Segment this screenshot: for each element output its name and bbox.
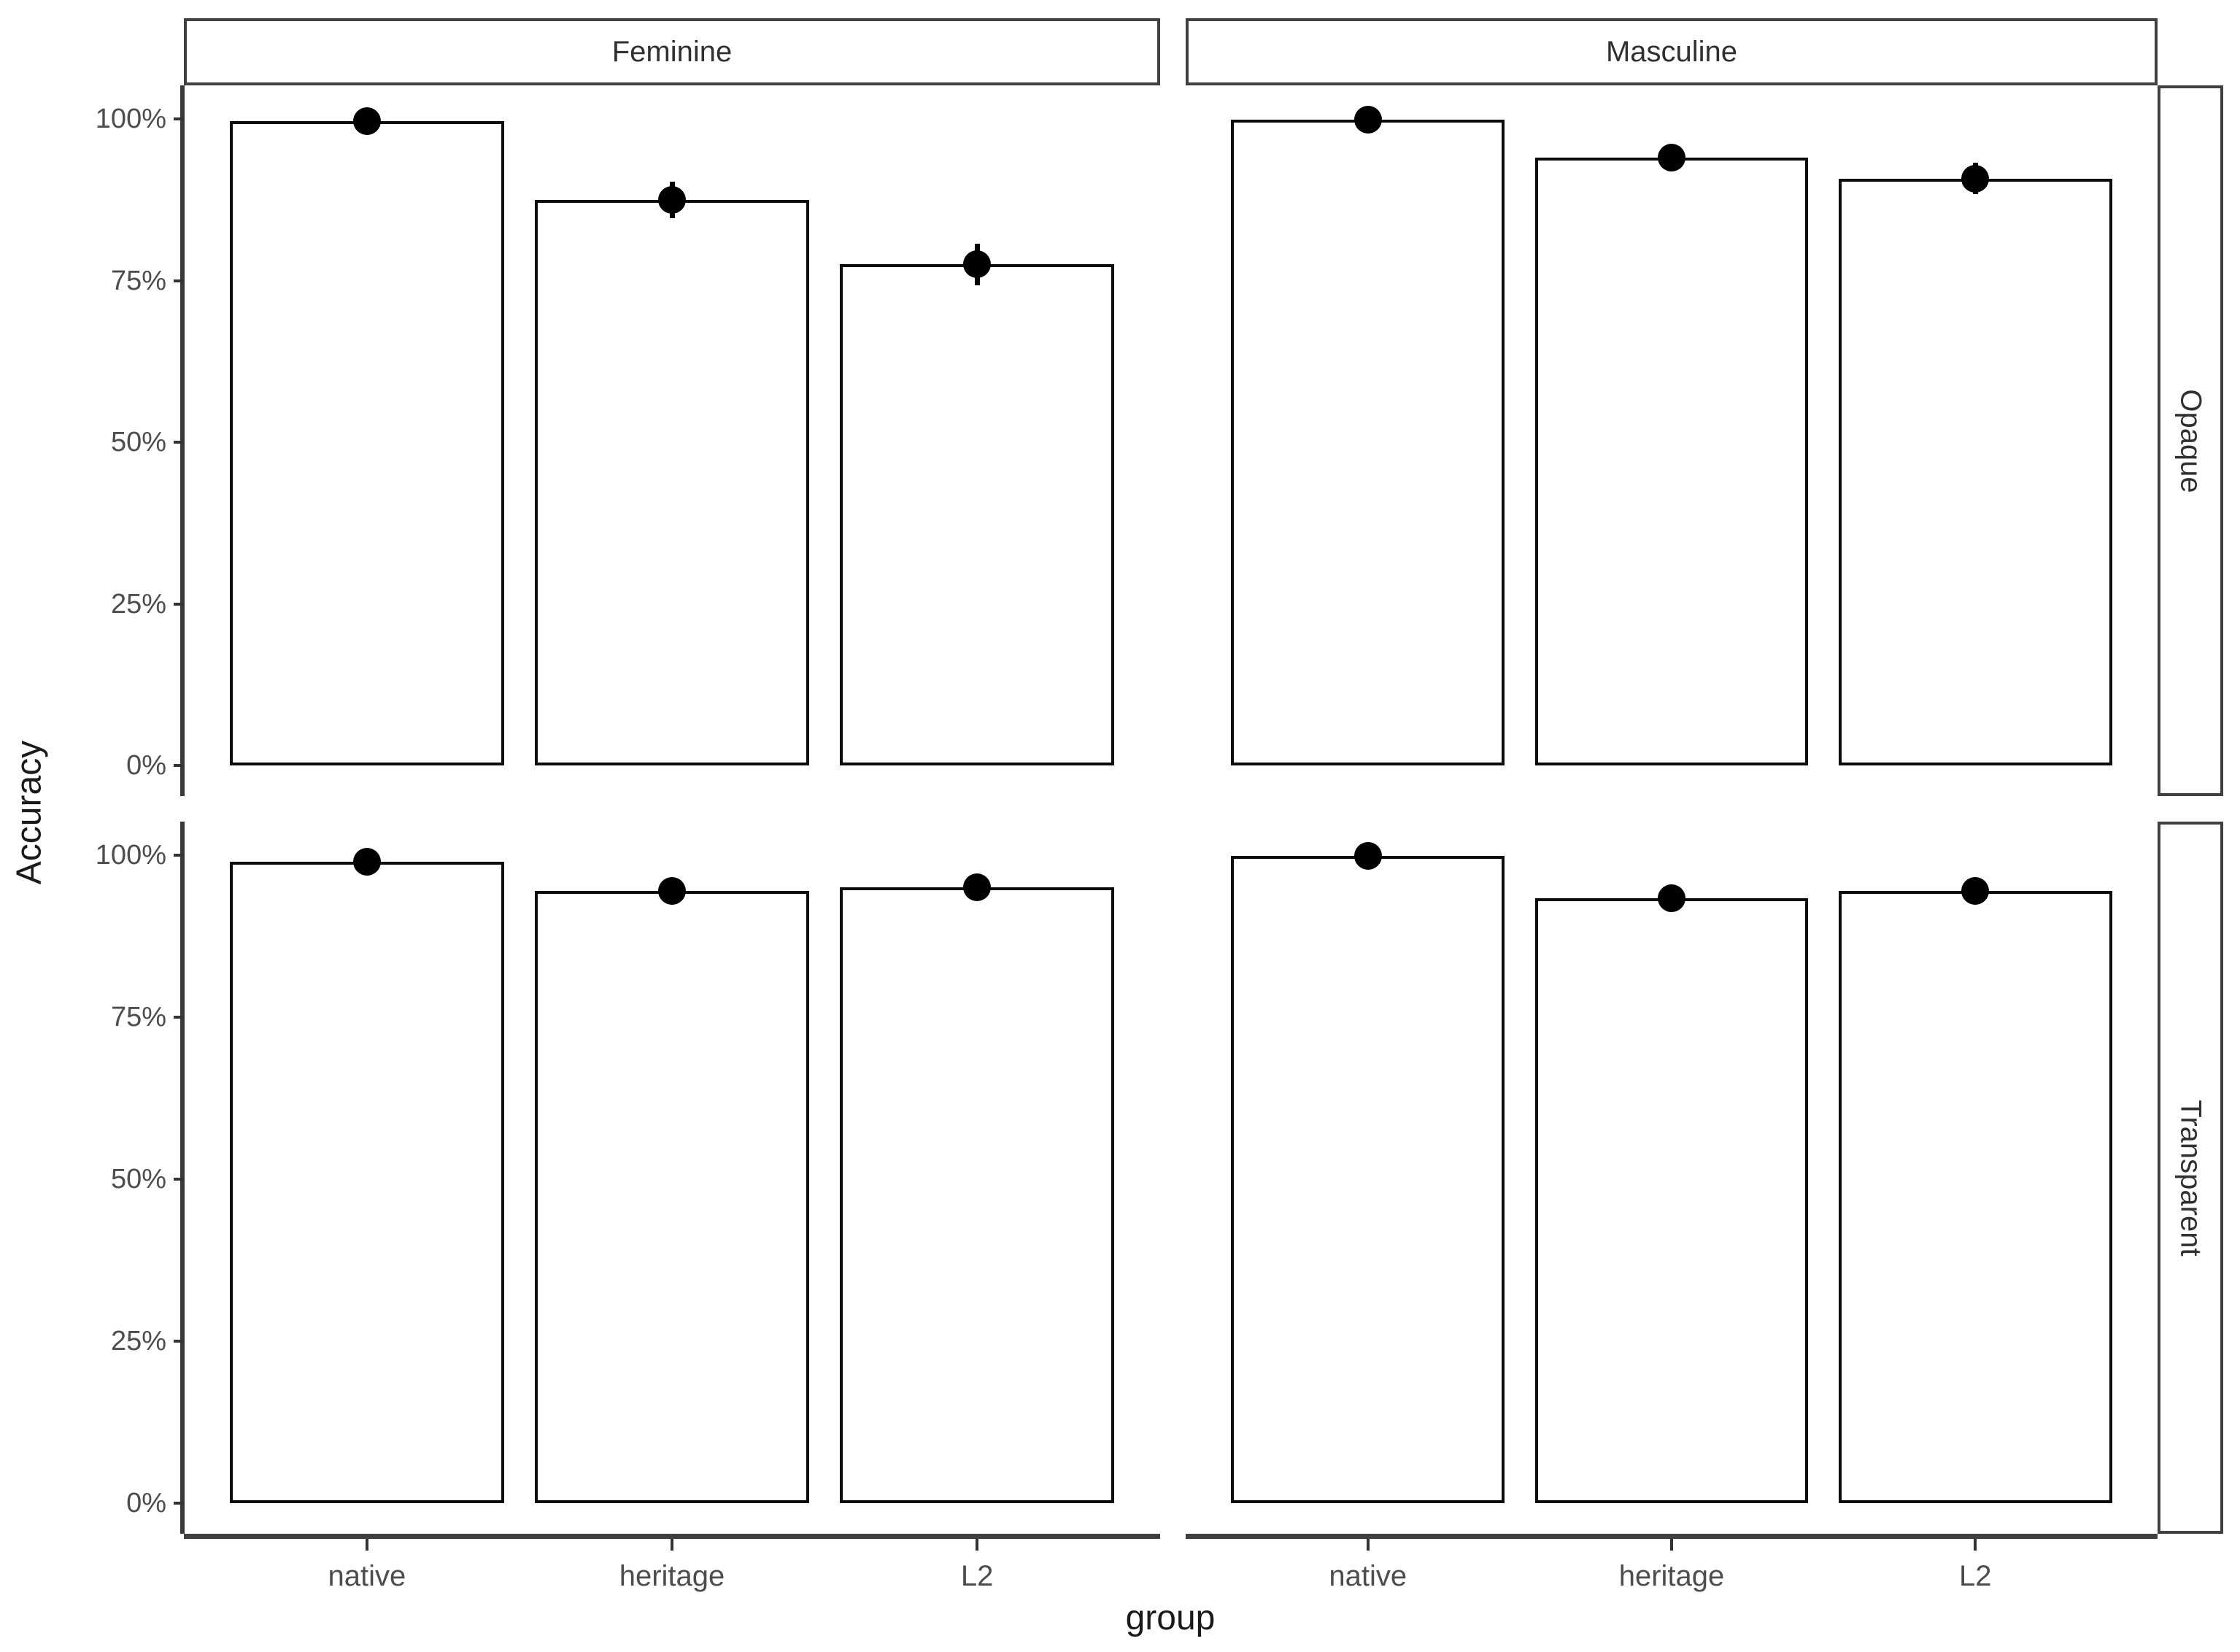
y-axis-tick-label: 0% — [126, 1488, 166, 1518]
y-axis-tick-label: 25% — [110, 1326, 166, 1356]
x-axis-tick — [671, 1539, 673, 1551]
facet-column-label: Feminine — [611, 35, 733, 68]
y-axis-tick-label: 100% — [95, 840, 166, 871]
facet-row-label: Opaque — [2174, 388, 2207, 493]
x-axis-tick-label: heritage — [619, 1560, 725, 1592]
x-axis-tick — [365, 1539, 368, 1551]
bar — [1231, 119, 1505, 765]
point-estimate-dot — [352, 847, 381, 876]
y-axis-tick — [174, 279, 184, 282]
y-axis-tick-label: 50% — [110, 1164, 166, 1194]
y-axis-tick — [174, 764, 184, 767]
y-axis-tick — [174, 1016, 184, 1019]
point-estimate-dot — [1353, 841, 1382, 870]
y-axis-tick-label: 0% — [126, 750, 166, 781]
y-axis-tick — [174, 441, 184, 444]
y-axis-title: Accuracy — [9, 740, 49, 885]
facet-row-strip: Transparent — [2158, 822, 2223, 1534]
facet-column-strip: Masculine — [1186, 18, 2158, 85]
y-axis-tick — [174, 602, 184, 606]
y-axis-tick — [174, 854, 184, 857]
point-estimate-dot — [1658, 884, 1685, 912]
facet-row-label: Transparent — [2174, 1099, 2207, 1257]
x-axis-line — [1186, 1534, 2158, 1539]
point-estimate-dot — [1353, 105, 1382, 134]
y-axis-tick-label: 50% — [110, 427, 166, 458]
bar — [229, 120, 505, 765]
point-estimate-dot — [658, 876, 686, 905]
bar — [839, 887, 1115, 1503]
y-axis-tick — [174, 1340, 184, 1343]
bar — [1231, 855, 1505, 1503]
x-axis-line — [184, 1534, 1160, 1539]
y-axis-tick — [174, 1178, 184, 1181]
bar — [1534, 158, 1809, 765]
y-axis-tick-label: 25% — [110, 588, 166, 620]
bar — [1838, 178, 2112, 765]
facet-row-strip: Opaque — [2158, 85, 2223, 796]
point-estimate-dot — [352, 107, 381, 135]
bar — [229, 861, 505, 1503]
x-axis-tick-label: L2 — [1959, 1560, 1992, 1592]
y-axis-tick-label: 100% — [95, 104, 166, 134]
y-axis-tick — [174, 117, 184, 120]
x-axis-tick — [976, 1539, 979, 1551]
x-axis-tick-label: heritage — [1618, 1560, 1725, 1592]
x-axis-tick-label: native — [1329, 1560, 1407, 1592]
bar — [839, 264, 1115, 765]
point-estimate-dot — [963, 250, 992, 279]
facet-column-strip: Feminine — [184, 18, 1160, 85]
point-estimate-dot — [1961, 164, 1990, 193]
x-axis-tick — [1670, 1539, 1673, 1551]
y-axis-tick-label: 75% — [110, 1002, 166, 1032]
x-axis-title: group — [1125, 1599, 1216, 1637]
point-estimate-dot — [963, 873, 992, 902]
point-estimate-dot — [1658, 144, 1685, 172]
bar — [1534, 898, 1809, 1503]
bar — [1838, 890, 2112, 1503]
y-axis-tick-label: 75% — [110, 265, 166, 296]
y-axis-tick — [174, 1502, 184, 1505]
bar — [534, 199, 810, 765]
facet-column-label: Masculine — [1605, 35, 1738, 68]
x-axis-tick-label: native — [328, 1560, 406, 1592]
bar — [534, 890, 810, 1503]
x-axis-tick-label: L2 — [960, 1560, 994, 1592]
point-estimate-dot — [1961, 876, 1990, 905]
point-estimate-dot — [658, 185, 686, 214]
x-axis-tick — [1974, 1539, 1977, 1551]
x-axis-tick — [1366, 1539, 1370, 1551]
